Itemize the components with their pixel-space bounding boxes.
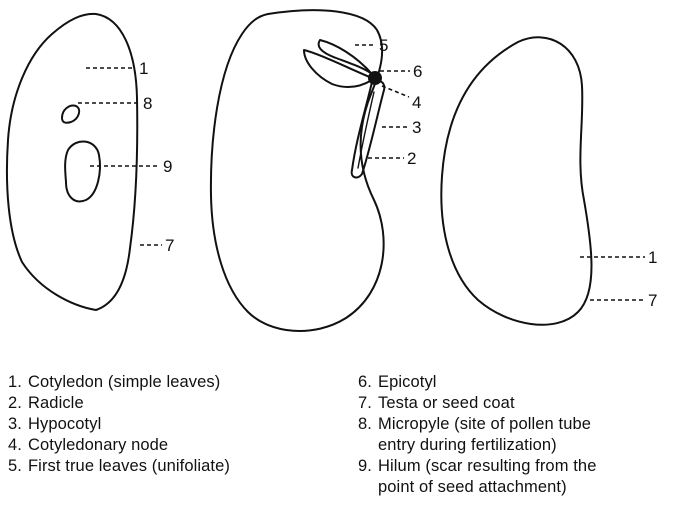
leader-line-4 [382, 86, 409, 97]
seed-opened-outline [211, 10, 384, 331]
callout-4: 4 [412, 93, 421, 112]
legend-item-8: 8. Micropyle (site of pollen tube [358, 414, 696, 435]
legend-text: Micropyle (site of pollen tube [378, 414, 591, 435]
legend-item-6: 6. Epicotyl [358, 372, 696, 393]
legend-number: 4. [8, 435, 28, 456]
hypocotyl-radicle-outline [352, 80, 385, 177]
callout-5: 5 [379, 36, 388, 55]
legend-number: 8. [358, 414, 378, 435]
callout-8: 8 [143, 94, 152, 113]
legend-text: First true leaves (unifoliate) [28, 456, 230, 477]
hilum-outline [65, 141, 100, 201]
legend-item-4: 4. Cotyledonary node [8, 435, 328, 456]
callout-2: 2 [407, 149, 416, 168]
legend-number: 3. [8, 414, 28, 435]
callout-6: 6 [413, 62, 422, 81]
legend-number: 1. [8, 372, 28, 393]
legend-item-5: 5. First true leaves (unifoliate) [8, 456, 328, 477]
seed-anatomy-figure: 1 8 9 7 5 6 4 3 2 1 7 [0, 0, 697, 340]
legend-item-2: 2. Radicle [8, 393, 328, 414]
legend-number: 5. [8, 456, 28, 477]
legend-right-column: 6. Epicotyl 7. Testa or seed coat 8. Mic… [358, 372, 696, 498]
legend-text: Cotyledon (simple leaves) [28, 372, 220, 393]
micropyle-outline [62, 106, 79, 123]
legend-text: Radicle [28, 393, 84, 414]
legend-text: Epicotyl [378, 372, 437, 393]
legend-text: Hypocotyl [28, 414, 101, 435]
callout-9: 9 [163, 157, 172, 176]
seed-front-view-outline [441, 37, 591, 324]
legend-number: 2. [8, 393, 28, 414]
legend-item-3: 3. Hypocotyl [8, 414, 328, 435]
legend-left-column: 1. Cotyledon (simple leaves) 2. Radicle … [8, 372, 328, 477]
callout-7-right: 7 [648, 291, 657, 310]
legend-text: Hilum (scar resulting from the [378, 456, 596, 477]
callout-7: 7 [165, 236, 174, 255]
legend-number: 9. [358, 456, 378, 477]
callout-1-right: 1 [648, 248, 657, 267]
legend-number: 6. [358, 372, 378, 393]
cotyledonary-node-dot [368, 71, 382, 85]
legend-item-1: 1. Cotyledon (simple leaves) [8, 372, 328, 393]
legend-item-7: 7. Testa or seed coat [358, 393, 696, 414]
legend-item-9-continued: point of seed attachment) [358, 477, 696, 498]
legend-text: Testa or seed coat [378, 393, 515, 414]
callout-3: 3 [412, 118, 421, 137]
callout-1: 1 [139, 59, 148, 78]
legend-item-8-continued: entry during fertilization) [358, 435, 696, 456]
seed-side-view-outline [7, 14, 137, 310]
legend-text: Cotyledonary node [28, 435, 168, 456]
legend-number: 7. [358, 393, 378, 414]
legend-item-9: 9. Hilum (scar resulting from the [358, 456, 696, 477]
